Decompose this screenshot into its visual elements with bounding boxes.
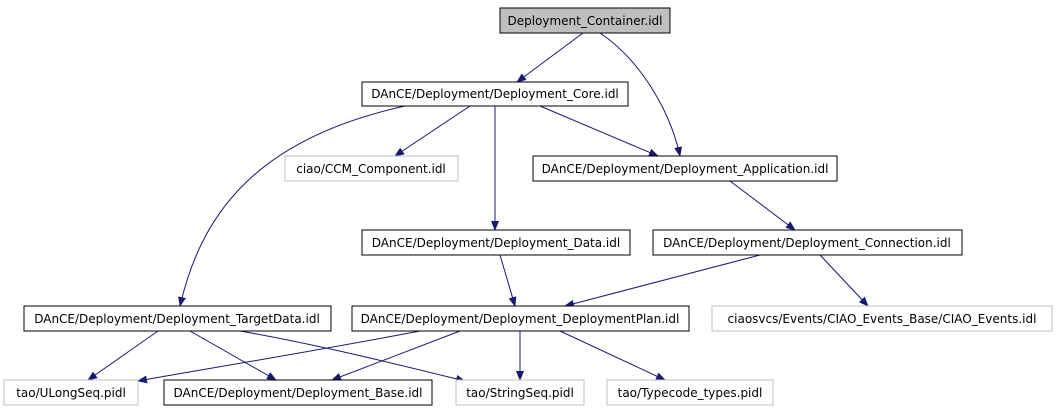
node-root-label: Deployment_Container.idl xyxy=(507,14,662,28)
node-deployment-application-label: DAnCE/Deployment/Deployment_Application.… xyxy=(542,162,829,176)
node-deployment-plan[interactable]: DAnCE/Deployment/Deployment_DeploymentPl… xyxy=(351,305,690,332)
node-deployment-application[interactable]: DAnCE/Deployment/Deployment_Application.… xyxy=(532,155,838,182)
edge-targetdata-to-stringseq xyxy=(239,330,466,383)
edge-plan-to-ulong xyxy=(137,330,421,384)
node-ulongseq-label: tao/ULongSeq.pidl xyxy=(16,386,126,400)
node-root[interactable]: Deployment_Container.idl xyxy=(499,7,671,34)
edge-core-to-application xyxy=(539,105,659,157)
node-deployment-plan-label: DAnCE/Deployment/Deployment_DeploymentPl… xyxy=(361,312,680,326)
node-ulongseq-box xyxy=(3,379,139,406)
edge-application-to-connection xyxy=(729,180,796,231)
edge-core-to-targetdata xyxy=(178,105,406,307)
node-ciao-events-box xyxy=(711,305,1053,332)
node-deployment-targetdata-box xyxy=(23,305,332,332)
edges xyxy=(87,32,869,384)
node-ccm-component-label: ciao/CCM_Component.idl xyxy=(296,162,446,176)
node-deployment-targetdata[interactable]: DAnCE/Deployment/Deployment_TargetData.i… xyxy=(23,305,332,332)
edge-targetdata-to-ulong xyxy=(87,330,159,381)
edge-core-to-ccm xyxy=(394,105,471,157)
node-deployment-connection[interactable]: DAnCE/Deployment/Deployment_Connection.i… xyxy=(652,229,963,256)
node-typecode-types[interactable]: tao/Typecode_types.pidl xyxy=(606,379,774,406)
node-stringseq-box xyxy=(455,379,585,406)
node-deployment-core-label: DAnCE/Deployment/Deployment_Core.idl xyxy=(371,87,619,101)
node-typecode-types-label: tao/Typecode_types.pidl xyxy=(618,386,763,400)
node-deployment-plan-box xyxy=(351,305,690,332)
node-deployment-core-box xyxy=(361,81,629,107)
node-deployment-base-label: DAnCE/Deployment/Deployment_Base.idl xyxy=(173,386,422,400)
edge-container-to-application xyxy=(599,32,682,157)
node-deployment-base-box xyxy=(163,379,433,406)
node-root-box xyxy=(499,7,671,34)
edge-connection-to-plan xyxy=(564,254,761,308)
edge-targetdata-to-base xyxy=(189,330,277,381)
node-deployment-data-box xyxy=(361,229,631,256)
node-ulongseq[interactable]: tao/ULongSeq.pidl xyxy=(3,379,139,406)
edge-plan-to-base xyxy=(331,330,461,381)
node-deployment-data-label: DAnCE/Deployment/Deployment_Data.idl xyxy=(372,236,620,250)
node-deployment-core[interactable]: DAnCE/Deployment/Deployment_Core.idl xyxy=(361,81,629,107)
edge-connection-to-events xyxy=(819,254,869,307)
node-deployment-targetdata-label: DAnCE/Deployment/Deployment_TargetData.i… xyxy=(34,312,320,326)
node-deployment-connection-label: DAnCE/Deployment/Deployment_Connection.i… xyxy=(663,236,951,250)
node-ccm-component[interactable]: ciao/CCM_Component.idl xyxy=(284,155,459,182)
node-deployment-base[interactable]: DAnCE/Deployment/Deployment_Base.idl xyxy=(163,379,433,406)
edge-data-to-plan xyxy=(499,254,517,307)
node-typecode-types-box xyxy=(606,379,774,406)
node-deployment-application-box xyxy=(532,155,838,182)
edge-container-to-core xyxy=(516,32,584,83)
node-stringseq[interactable]: tao/StringSeq.pidl xyxy=(455,379,585,406)
node-ciao-events-label: ciaosvcs/Events/CIAO_Events_Base/CIAO_Ev… xyxy=(728,312,1037,326)
node-ciao-events[interactable]: ciaosvcs/Events/CIAO_Events_Base/CIAO_Ev… xyxy=(711,305,1053,332)
node-ccm-component-box xyxy=(284,155,459,182)
node-deployment-data[interactable]: DAnCE/Deployment/Deployment_Data.idl xyxy=(361,229,631,256)
edge-plan-to-typecode xyxy=(559,330,666,381)
node-deployment-connection-box xyxy=(652,229,963,256)
node-stringseq-label: tao/StringSeq.pidl xyxy=(466,386,574,400)
